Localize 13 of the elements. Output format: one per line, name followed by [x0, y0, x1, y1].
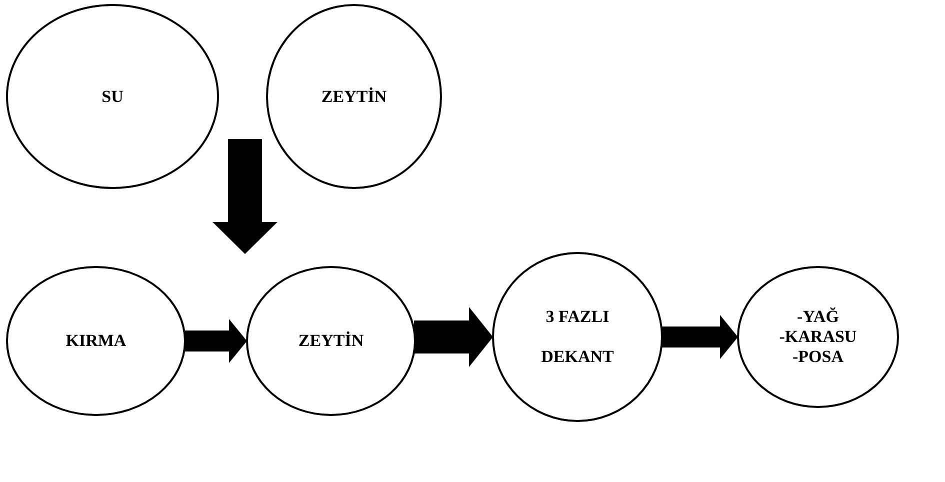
node-label: 3 FAZLI: [546, 307, 610, 327]
block-arrow: [212, 139, 278, 254]
node-label: KIRMA: [66, 331, 126, 351]
node-label: -KARASU: [779, 327, 857, 347]
node-label: -POSA: [792, 347, 844, 367]
node-label: DEKANT: [541, 347, 614, 367]
node-label: SU: [102, 86, 124, 106]
block-arrow: [661, 315, 738, 359]
block-arrow: [414, 307, 493, 367]
block-arrow: [184, 319, 247, 363]
node-label: ZEYTİN: [321, 86, 387, 106]
node-label: -YAĞ: [797, 307, 839, 327]
node-label: ZEYTİN: [298, 331, 364, 351]
